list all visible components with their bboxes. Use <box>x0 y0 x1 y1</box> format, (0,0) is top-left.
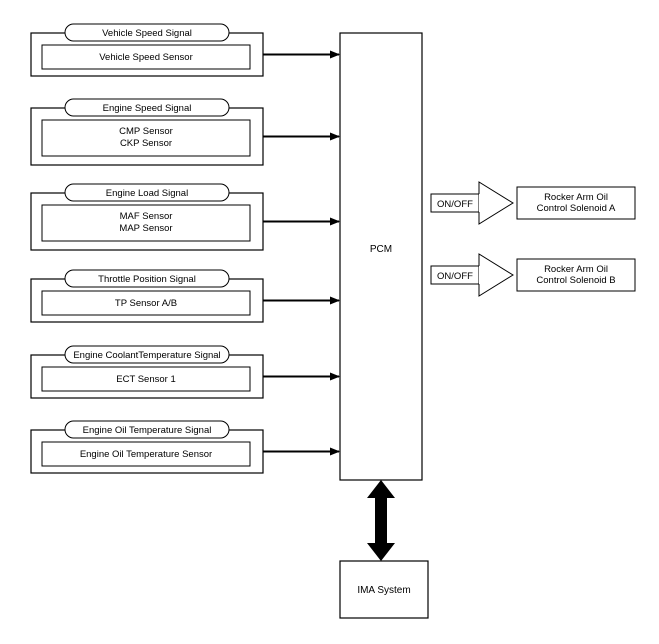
sensor-box <box>41 366 251 392</box>
solenoid-label: Rocker Arm Oil <box>544 264 608 275</box>
ima-block: IMA System <box>339 560 429 619</box>
solenoid-box <box>516 186 636 220</box>
pcm-ima-link <box>367 480 395 561</box>
sensor-label: MAP Sensor <box>119 223 172 234</box>
pcm-box <box>339 32 423 481</box>
signal-group: Throttle Position Signal TP Sensor A/B <box>30 269 340 323</box>
sensor-box <box>41 44 251 70</box>
signal-label: Throttle Position Signal <box>98 274 196 285</box>
signal-label: Engine Oil Temperature Signal <box>83 425 212 436</box>
signal-label-pill <box>64 345 230 364</box>
sensor-label: Engine Oil Temperature Sensor <box>80 449 212 460</box>
bidirectional-arrow-icon <box>367 480 395 561</box>
sensor-box <box>41 204 251 242</box>
pcm-block: PCM <box>339 32 423 481</box>
signal-label: Engine Speed Signal <box>103 103 192 114</box>
ima-label: IMA System <box>357 585 410 596</box>
signal-label-pill <box>64 98 230 117</box>
signal-label-pill <box>64 183 230 202</box>
sensor-label: CMP Sensor <box>119 126 173 137</box>
signal-label-pill <box>64 269 230 288</box>
sensor-label: TP Sensor A/B <box>115 298 177 309</box>
solenoid-label: Control Solenoid A <box>537 203 616 214</box>
output-arrow-icon <box>478 253 514 297</box>
signal-label: Engine CoolantTemperature Signal <box>73 350 220 361</box>
sensor-label: CKP Sensor <box>120 138 172 149</box>
output-arrow-icon <box>478 181 514 225</box>
signal-label: Engine Load Signal <box>106 188 188 199</box>
on-off-label: ON/OFF <box>437 271 473 282</box>
solenoid-label: Rocker Arm Oil <box>544 192 608 203</box>
sensor-box <box>41 119 251 157</box>
on-off-label: ON/OFF <box>437 199 473 210</box>
pcm-label: PCM <box>370 244 392 255</box>
signal-label: Vehicle Speed Signal <box>102 28 192 39</box>
solenoid-label: Control Solenoid B <box>536 275 615 286</box>
solenoid-box <box>516 258 636 292</box>
signal-label-pill <box>64 420 230 439</box>
ima-box <box>339 560 429 619</box>
sensor-label: ECT Sensor 1 <box>116 374 176 385</box>
signal-label-pill <box>64 23 230 42</box>
sensor-label: Vehicle Speed Sensor <box>99 52 192 63</box>
sensor-box <box>41 290 251 316</box>
sensor-label: MAF Sensor <box>120 211 173 222</box>
sensor-box <box>41 441 251 467</box>
